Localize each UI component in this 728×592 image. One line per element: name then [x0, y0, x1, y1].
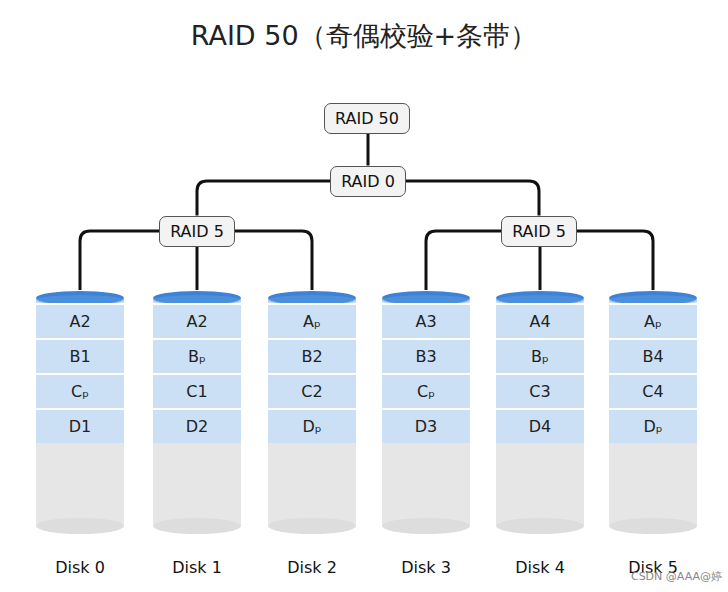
stripe-block: C4: [609, 373, 697, 408]
block-label: C4: [642, 382, 663, 401]
stripe-block: Cₚ: [36, 373, 124, 408]
block-label: A2: [186, 312, 207, 331]
block-label: B4: [642, 347, 663, 366]
disk-label: Disk 3: [362, 558, 490, 577]
diagram-title: RAID 50（奇偶校验+条带）: [0, 18, 728, 54]
block-label: D4: [529, 417, 552, 436]
connector-line: [367, 134, 370, 166]
block-label: A2: [69, 312, 90, 331]
block-label: Bₚ: [188, 347, 206, 366]
block-label: Cₚ: [417, 382, 435, 401]
stripe-block: C2: [268, 373, 356, 408]
connector-line: [197, 181, 330, 216]
raid-box: RAID 5: [501, 216, 577, 247]
block-label: D1: [69, 417, 92, 436]
disk: Disk 4A4BₚC3D4: [496, 290, 584, 535]
block-label: B3: [415, 347, 436, 366]
stripe-block: A3: [382, 303, 470, 338]
stripe-block: Cₚ: [382, 373, 470, 408]
disk-label: Disk 1: [133, 558, 261, 577]
connector-line: [426, 231, 501, 290]
stripe-block: A2: [153, 303, 241, 338]
block-label: C2: [301, 382, 322, 401]
stripe-block: Bₚ: [496, 338, 584, 373]
box-label: RAID 5: [170, 222, 224, 241]
stripe-block: B2: [268, 338, 356, 373]
connector-line: [406, 181, 539, 216]
stripe-block: A4: [496, 303, 584, 338]
block-label: Aₚ: [303, 312, 321, 331]
raid-box: RAID 0: [330, 166, 406, 197]
stripe-block: Dₚ: [268, 408, 356, 443]
block-label: C1: [186, 382, 207, 401]
stripe-block: D1: [36, 408, 124, 443]
disk-label: Disk 0: [16, 558, 144, 577]
block-label: B1: [69, 347, 90, 366]
stripe-block: C3: [496, 373, 584, 408]
block-label: Bₚ: [531, 347, 549, 366]
disk: Disk 2AₚB2C2Dₚ: [268, 290, 356, 535]
connector-line: [196, 247, 199, 291]
stripe-block: Aₚ: [268, 303, 356, 338]
block-label: B2: [301, 347, 322, 366]
block-label: Dₚ: [302, 417, 321, 436]
block-label: D3: [415, 417, 438, 436]
connector-line: [235, 231, 312, 290]
disk-label: Disk 2: [248, 558, 376, 577]
stripe-block: B1: [36, 338, 124, 373]
block-label: A4: [529, 312, 550, 331]
stripe-block: B4: [609, 338, 697, 373]
connector-line: [539, 247, 542, 291]
disk-label: Disk 4: [476, 558, 604, 577]
stripe-block: B3: [382, 338, 470, 373]
disk: Disk 0A2B1CₚD1: [36, 290, 124, 535]
box-label: RAID 0: [341, 172, 395, 191]
block-label: A3: [415, 312, 436, 331]
block-label: Aₚ: [644, 312, 662, 331]
box-label: RAID 50: [335, 109, 399, 128]
stripe-block: C1: [153, 373, 241, 408]
block-label: Dₚ: [643, 417, 662, 436]
connector-line: [577, 231, 653, 290]
disk: Disk 5AₚB4C4Dₚ: [609, 290, 697, 535]
stripe-block: Dₚ: [609, 408, 697, 443]
block-label: D2: [186, 417, 209, 436]
stripe-block: D4: [496, 408, 584, 443]
stripe-block: D2: [153, 408, 241, 443]
box-label: RAID 5: [512, 222, 566, 241]
stripe-block: Aₚ: [609, 303, 697, 338]
raid-box: RAID 50: [324, 103, 410, 134]
watermark: CSDN @AAA@婷: [631, 569, 722, 584]
block-label: Cₚ: [71, 382, 89, 401]
disk: Disk 1A2BₚC1D2: [153, 290, 241, 535]
connector-line: [80, 231, 159, 290]
disk: Disk 3A3B3CₚD3: [382, 290, 470, 535]
block-label: C3: [529, 382, 550, 401]
stripe-block: A2: [36, 303, 124, 338]
stripe-block: D3: [382, 408, 470, 443]
raid-box: RAID 5: [159, 216, 235, 247]
stripe-block: Bₚ: [153, 338, 241, 373]
